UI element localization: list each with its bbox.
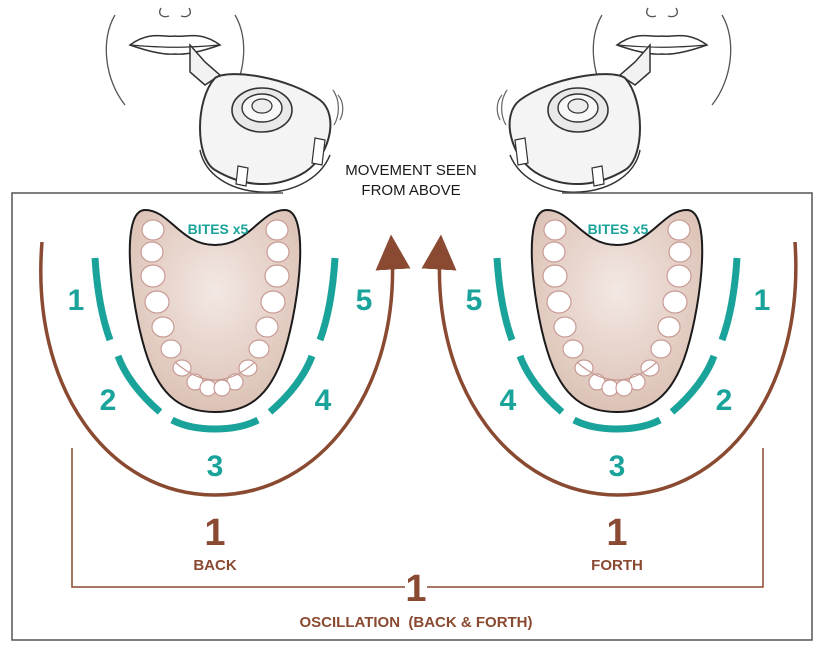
right-bite-segments bbox=[493, 257, 741, 433]
left-position-1: 1 bbox=[68, 284, 85, 317]
left-direction-label: BACK bbox=[193, 557, 236, 574]
right-direction-label: FORTH bbox=[591, 557, 643, 574]
dental-arch-left-icon bbox=[128, 209, 302, 413]
oscillation-label: OSCILLATION (BACK & FORTH) bbox=[299, 614, 532, 631]
dental-arch-right-icon bbox=[530, 209, 704, 413]
right-bites-label: BITES x5 bbox=[588, 221, 649, 237]
left-bites-label: BITES x5 bbox=[188, 221, 249, 237]
left-position-2: 2 bbox=[100, 384, 117, 417]
right-arch-group: BITES x5 5 4 3 2 1 1 FORTH bbox=[421, 209, 798, 574]
heading-line-2: FROM ABOVE bbox=[361, 182, 460, 199]
right-position-3: 3 bbox=[609, 450, 626, 483]
right-position-4: 4 bbox=[500, 384, 517, 417]
mouth-with-device-right-icon bbox=[496, 7, 732, 193]
left-count: 1 bbox=[204, 512, 225, 554]
right-position-2: 2 bbox=[716, 384, 733, 417]
frame-border bbox=[11, 192, 813, 641]
left-position-3: 3 bbox=[207, 450, 224, 483]
heading-line-1: MOVEMENT SEEN bbox=[345, 162, 476, 179]
right-count: 1 bbox=[606, 512, 627, 554]
left-bite-segments bbox=[91, 257, 339, 433]
right-position-1: 1 bbox=[754, 284, 771, 317]
left-arch-group: BITES x5 1 2 3 4 5 1 BACK bbox=[39, 209, 411, 574]
left-position-5: 5 bbox=[356, 284, 373, 317]
left-position-4: 4 bbox=[315, 384, 332, 417]
oscillation-bracket bbox=[71, 448, 764, 588]
left-oscillation-arrow bbox=[39, 234, 411, 497]
right-oscillation-arrow bbox=[421, 234, 798, 497]
mouth-with-device-left-icon bbox=[105, 7, 344, 193]
total-count: 1 bbox=[405, 568, 426, 610]
right-position-5: 5 bbox=[466, 284, 483, 317]
